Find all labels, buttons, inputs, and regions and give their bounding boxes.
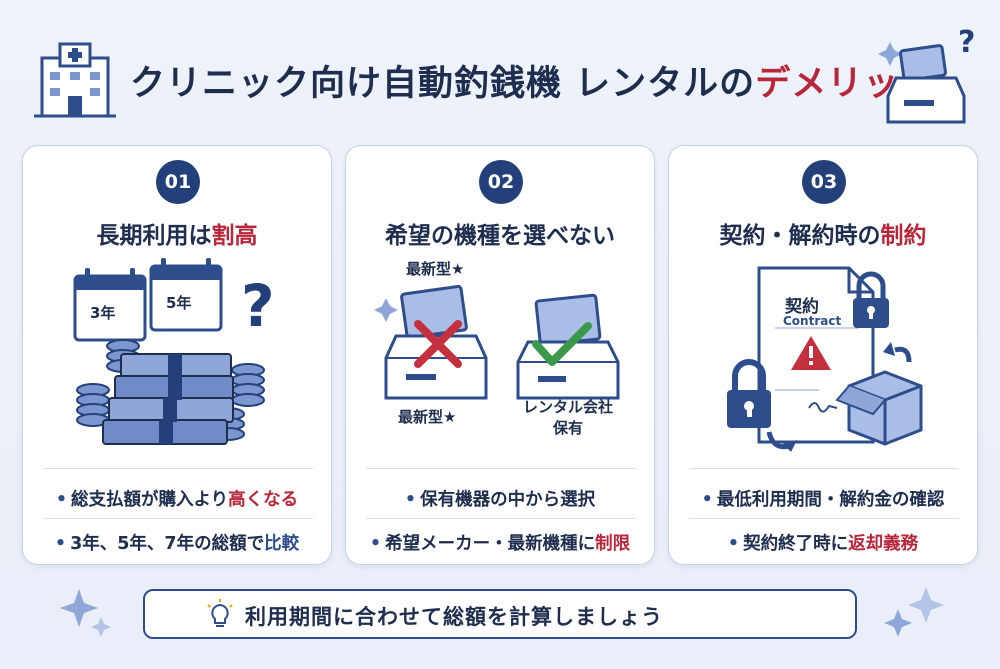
contract-lock-illustration: 契約 Contract — [669, 258, 979, 468]
lightbulb-icon — [207, 599, 233, 627]
bullet-item: •最低利用期間・解約金の確認 — [701, 490, 945, 510]
card-long-term-cost: 01 長期利用は割高 ? — [22, 145, 332, 565]
latest-model-label-bottom: 最新型★ — [398, 408, 457, 426]
calendar-money-icon: ? — [73, 258, 275, 445]
contract-label-jp: 契約 — [785, 297, 819, 317]
divider — [366, 468, 636, 469]
calendar-3year-label: 3年 — [90, 304, 116, 322]
latest-model-label-top: 最新型★ — [406, 260, 465, 278]
hospital-icon — [34, 42, 116, 118]
card-title: 希望の機種を選べない — [385, 223, 615, 249]
header: クリニック向け自動釣銭機 レンタルのデメリット ? — [0, 0, 1000, 150]
divider — [366, 518, 636, 519]
card-title: 長期利用は割高 — [96, 223, 258, 249]
footer-tip-box: 利用期間に合わせて総額を計算しましょう — [143, 589, 857, 639]
footer-tip-text: 利用期間に合わせて総額を計算しましょう — [245, 605, 663, 629]
contract-label-en: Contract — [783, 314, 842, 328]
sparkle-icon — [884, 587, 944, 637]
svg-text:?: ? — [241, 272, 275, 340]
divider — [689, 518, 959, 519]
bullet-item: •総支払額が購入より高くなる — [55, 490, 299, 510]
sparkle-icon — [60, 589, 111, 637]
card-title: 契約・解約時の制約 — [719, 223, 927, 249]
calendar-money-illustration: ? 3年 5年 — [23, 258, 333, 468]
divider — [689, 468, 959, 469]
cash-machine-question-icon: ? — [878, 25, 975, 124]
card-number-badge: 02 — [479, 160, 523, 204]
machine-compare-illustration: 最新型★ 最新型★ レンタル会社 保有 — [346, 258, 656, 468]
bullet-item: •保有機器の中から選択 — [404, 490, 596, 510]
svg-text:?: ? — [958, 25, 975, 60]
card-contract-restriction: 03 契約・解約時の制約 — [668, 145, 978, 565]
contract-lock-icon — [727, 266, 923, 452]
calendar-5year-label: 5年 — [166, 294, 192, 312]
bullet-item: •希望メーカー・最新機種に制限 — [369, 534, 631, 554]
machine-compare-icon — [374, 284, 620, 400]
bullet-item: •契約終了時に返却義務 — [727, 534, 919, 554]
bullet-item: •3年、5年、7年の総額で比較 — [54, 534, 300, 554]
page-title: クリニック向け自動釣銭機 レンタルのデメリット — [130, 64, 936, 104]
card-number-badge: 03 — [802, 160, 846, 204]
card-number-badge: 01 — [156, 160, 200, 204]
rental-company-owned-label: レンタル会社 保有 — [522, 398, 613, 437]
divider — [43, 468, 313, 469]
card-model-choice: 02 希望の機種を選べない 最新型★ 最新型★ レンタル会社 保有 •保有機器の… — [345, 145, 655, 565]
divider — [43, 518, 313, 519]
